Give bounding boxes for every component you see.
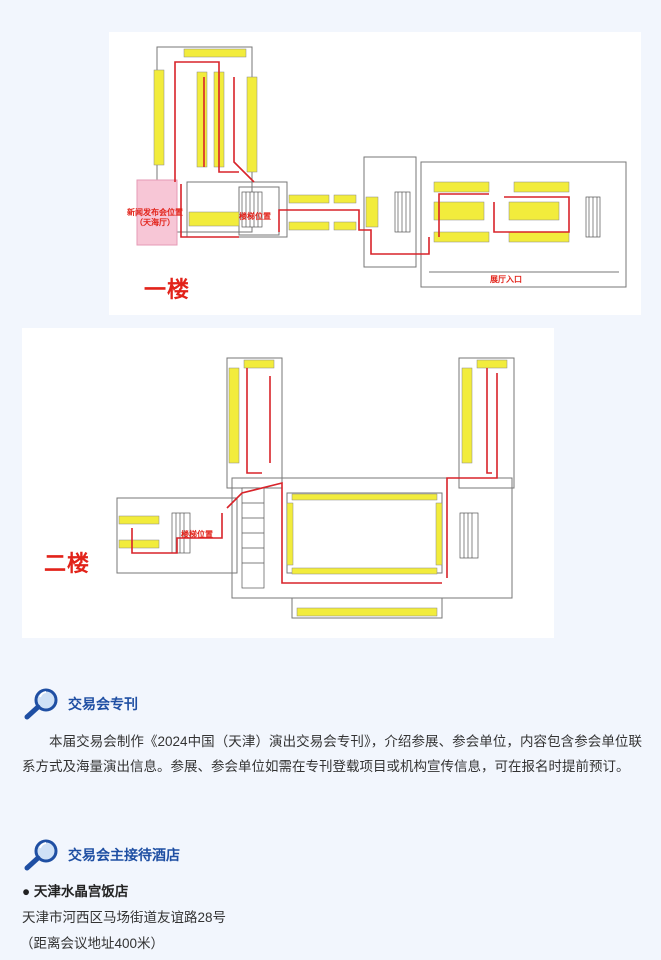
journal-body: 本届交易会制作《2024中国（天津）演出交易会专刊》，介绍参展、参会单位，内容包… [22, 734, 642, 774]
hotel-section-header: 交易会主接待酒店 [22, 837, 180, 873]
floor2-map [116, 357, 515, 619]
floor1-label: 一楼 [144, 277, 191, 302]
hotel-address: 天津市河西区马场街道友谊路28号 [22, 910, 227, 925]
magnifier-icon [22, 687, 62, 721]
hotel-name: ● 天津水晶宫饭店 [22, 880, 128, 900]
press-area-label-line2: （天海厅） [135, 218, 175, 227]
entrance-label: 展厅入口 [490, 275, 522, 284]
floor1-stairs-label: 楼梯位置 [239, 212, 271, 221]
journal-section-header: 交易会专刊 [22, 686, 138, 722]
floor2-label: 二楼 [44, 551, 91, 576]
bullet-icon: ● [22, 884, 31, 899]
floor1-map [136, 46, 627, 288]
hotel-heading: 交易会主接待酒店 [68, 847, 180, 863]
floor2-stairs-label: 楼梯位置 [181, 530, 213, 539]
journal-heading: 交易会专刊 [68, 696, 138, 712]
floor1-plan: 一楼 新闻发布会位置 （天海厅） 楼梯位置 展厅入口 [109, 32, 641, 315]
floor2-plan: 二楼 楼梯位置 [22, 328, 554, 638]
press-area-label-line1: 新闻发布会位置 [127, 208, 183, 217]
hotel-name-text: 天津水晶宫饭店 [33, 884, 129, 899]
magnifier-icon [22, 838, 62, 872]
press-area-label: 新闻发布会位置 （天海厅） [125, 208, 185, 228]
hotel-distance: （距离会议地址400米） [20, 936, 165, 951]
